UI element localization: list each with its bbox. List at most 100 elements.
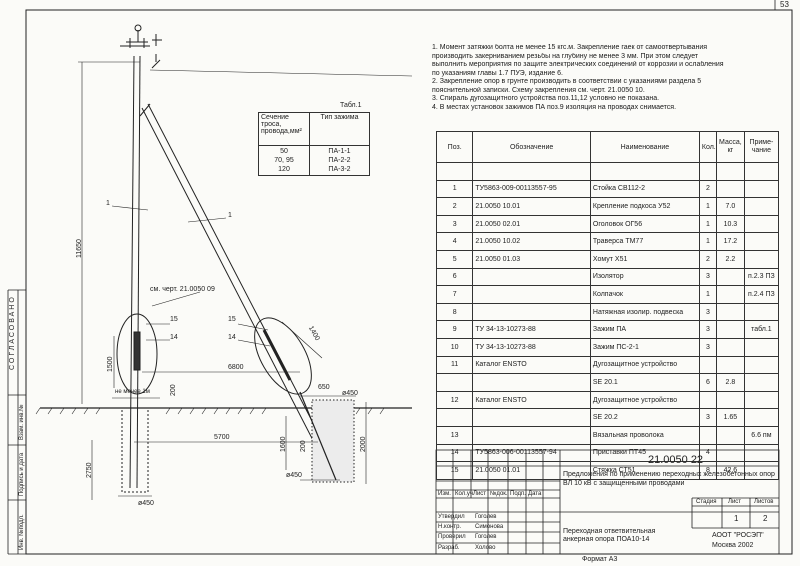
pole-drawing	[35, 24, 413, 500]
cell-pos: 4	[435, 232, 474, 251]
callout: 14	[170, 334, 178, 341]
not-less-label: не менее 1м	[115, 389, 150, 395]
cell-designation	[472, 285, 591, 304]
rev-header-izm: Изм.	[438, 491, 451, 497]
dim-1600: 1600	[280, 436, 287, 452]
clamp-section: 120	[278, 166, 290, 173]
cell-note	[743, 197, 780, 216]
doc-number: 21.0050 22	[648, 454, 704, 466]
cell-note	[743, 408, 780, 427]
specification-table: Поз. Обозначение Наименование Кол. Масса…	[435, 131, 780, 480]
cell-designation: 21.0050 01.01	[472, 461, 591, 480]
cell-designation: 21.0050 10.01	[472, 197, 591, 216]
clamp-type: ПА-1-1	[328, 148, 351, 155]
cell-mass: 1.65	[715, 408, 745, 427]
dim-5700: 5700	[214, 434, 230, 441]
cell-qty	[698, 355, 717, 375]
dim-2750: 2750	[86, 462, 93, 478]
cell-note	[743, 355, 780, 375]
person: Гоголев	[475, 534, 497, 540]
cell-mass	[715, 337, 745, 357]
stage-header: Стадия	[696, 499, 717, 505]
cell-pos: 8	[435, 302, 474, 322]
cell-note	[743, 249, 780, 269]
role: Утвердил	[438, 514, 465, 520]
cell-name: Вязальная проволока	[589, 425, 700, 445]
cell-qty: 2	[698, 179, 717, 199]
clamp-header-type: Тип зажима	[309, 112, 370, 146]
callout: 1	[228, 212, 232, 219]
note-line: 2. Закрепление опор в грунте производить…	[432, 78, 702, 85]
cell-name: Зажим ПА	[589, 320, 700, 339]
cell-designation: ТУ 34-13-10273-88	[472, 337, 591, 357]
cell-designation: 21.0050 10.02	[472, 232, 591, 251]
cell-designation: ТУ5863-009-00113557-95	[472, 179, 591, 199]
cell-name: SE 20.1	[589, 373, 700, 392]
cell-name: SE 20.2	[589, 408, 700, 427]
cell-note	[743, 302, 780, 322]
side-label-vzam: Взам. инв.№	[19, 404, 25, 440]
cell-qty: 6	[698, 373, 717, 392]
cell-name: Натяжная изолир. подвеска	[589, 302, 700, 322]
dim-6800: 6800	[228, 364, 244, 371]
cell-name: Хомут Х51	[589, 249, 700, 269]
cell-mass	[715, 302, 745, 322]
cell-mass	[715, 320, 745, 339]
cell-pos: 13	[435, 425, 474, 445]
cell-pos: 9	[435, 320, 474, 339]
dim-200-a: 200	[170, 384, 177, 396]
rev-header-kol: Кол.уч	[455, 491, 473, 497]
col-designation: Обозначение	[472, 131, 591, 163]
side-label-signature: Подпись и дата	[19, 452, 25, 496]
cell-qty: 2	[698, 249, 717, 269]
side-label-inv-podl: Инв. №подл.	[19, 514, 25, 550]
format-label: Формат А3	[582, 556, 618, 563]
cell-name: Траверса ТМ77	[589, 232, 700, 251]
dim-200-b: 200	[300, 440, 307, 452]
clamp-table: Сечение троса, провода,мм² Тип зажима 50…	[258, 112, 370, 176]
callout: 15	[170, 316, 178, 323]
diameter-label: ø450	[138, 500, 154, 507]
cell-designation	[472, 425, 591, 445]
clamp-section: 70, 95	[274, 157, 294, 164]
cell-note: табл.1	[743, 320, 780, 339]
city-year: Москва 2002	[712, 542, 754, 549]
dim-1500: 1500	[107, 356, 114, 372]
cell-note	[743, 390, 780, 410]
note-line: производить закерниванием резьбы на глуб…	[432, 52, 699, 60]
cell-pos: 15	[435, 461, 474, 480]
cell-pos: 5	[435, 249, 474, 269]
note-line: 1. Момент затяжки болта не менее 15 кгс.…	[432, 44, 708, 51]
cell-qty: 3	[698, 408, 717, 427]
cell-pos: 11	[435, 355, 474, 375]
col-pos: Поз.	[435, 131, 474, 163]
dim-650: 650	[318, 384, 330, 391]
sheet-header: Лист	[728, 499, 742, 505]
cell-mass	[715, 390, 745, 410]
diameter-label: ø450	[286, 472, 302, 479]
cell-qty	[698, 390, 717, 410]
cell-designation: Каталог ENSTO	[472, 390, 591, 410]
role: Проверил	[438, 534, 466, 540]
page-number: 53	[780, 0, 789, 9]
cell-name: Стойка СВ112-2	[589, 179, 700, 199]
sheets-header: Листов	[754, 499, 774, 505]
col-mass: Масса, кг	[715, 131, 745, 163]
cell-name: Дугозащитное устройство	[589, 355, 700, 375]
cell-note: п.2.4 ПЗ	[743, 285, 780, 304]
cell-designation: ТУ 34-13-10273-88	[472, 320, 591, 339]
cell-qty: 3	[698, 302, 717, 322]
cell-pos: 2	[435, 197, 474, 216]
callout: 15	[228, 316, 236, 323]
table-row	[435, 162, 780, 181]
cell-designation	[472, 267, 591, 287]
clamp-table-caption: Табл.1	[340, 102, 362, 109]
